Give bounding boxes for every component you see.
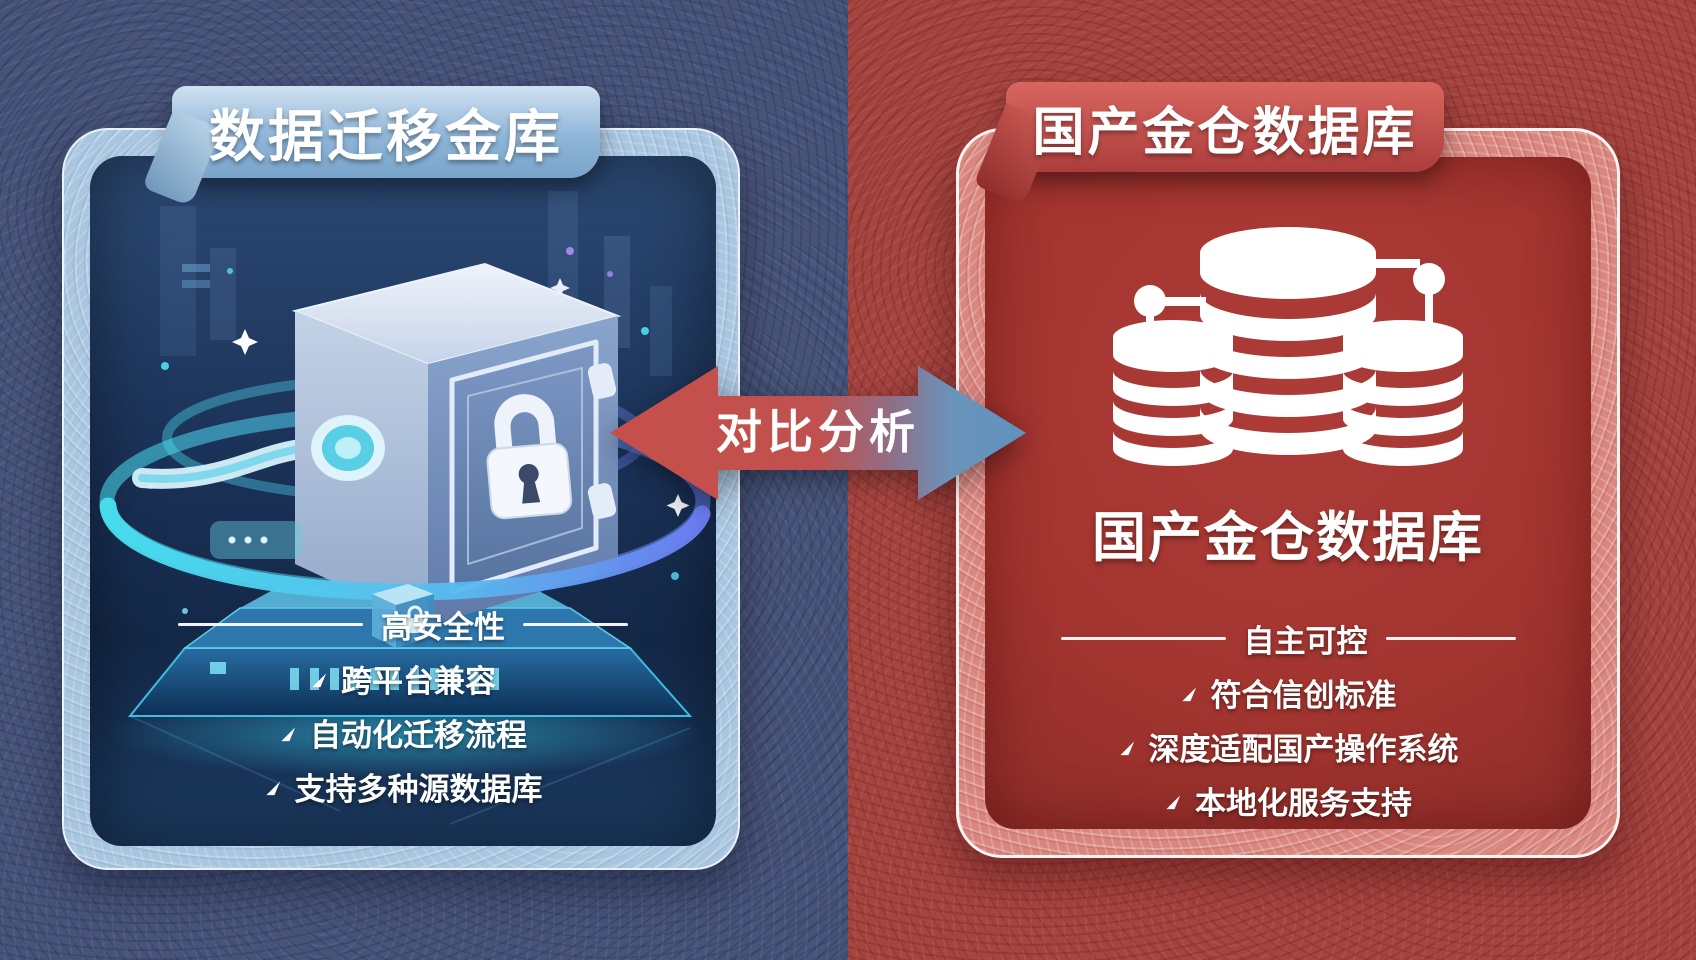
comparison-arrow: 对比分析 <box>600 358 1036 508</box>
right-feature-item: 深度适配国产操作系统 <box>985 724 1591 769</box>
right-feature-label: 本地化服务支持 <box>1195 786 1412 821</box>
arrow-northeast-icon <box>1181 687 1196 702</box>
right-card-frame: 国产金仓数据库 自主可控 符合信创标准 深度适配国产操作系统 本地化 <box>956 128 1620 858</box>
arrow-northeast-icon <box>1166 795 1181 810</box>
door-hinge <box>587 363 617 399</box>
door-hinge <box>587 483 617 519</box>
right-feature-item: 符合信创标准 <box>985 670 1591 715</box>
divider-line <box>523 623 628 626</box>
left-card-inner: 高安全性 跨平台兼容 自动化迁移流程 支持多种源数据库 <box>90 156 716 846</box>
left-feature-label: 支持多种源数据库 <box>294 772 543 807</box>
vault-port-icon <box>311 415 385 481</box>
right-feature-header-label: 自主可控 <box>1243 624 1368 659</box>
arrow-northeast-icon <box>265 781 280 796</box>
left-feature-header-label: 高安全性 <box>381 610 505 645</box>
left-feature-item: 自动化迁移流程 <box>90 710 716 755</box>
right-feature-list: 自主可控 符合信创标准 深度适配国产操作系统 本地化服务支持 <box>985 616 1591 823</box>
right-feature-header: 自主可控 <box>985 616 1591 661</box>
divider-line <box>178 623 363 626</box>
double-arrow-icon <box>610 366 1026 500</box>
left-feature-label: 自动化迁移流程 <box>310 718 527 753</box>
padlock-icon <box>486 394 573 520</box>
vault-safe <box>291 262 622 626</box>
platform-lights <box>210 662 499 690</box>
left-title-banner: 数据迁移金库 <box>172 86 600 178</box>
comparison-arrow-label: 对比分析 <box>716 406 920 458</box>
right-feature-label: 深度适配国产操作系统 <box>1148 732 1459 767</box>
data-chip <box>210 521 302 559</box>
left-feature-item: 支持多种源数据库 <box>90 764 716 809</box>
mini-lock-cube <box>372 584 434 648</box>
left-feature-item: 跨平台兼容 <box>90 656 716 701</box>
vault-illustration <box>99 191 711 825</box>
sparkle-icons <box>232 278 690 517</box>
right-feature-item: 本地化服务支持 <box>985 778 1591 823</box>
arrow-northeast-icon <box>281 727 296 742</box>
left-title: 数据迁移金库 <box>209 104 563 168</box>
left-feature-list: 高安全性 跨平台兼容 自动化迁移流程 支持多种源数据库 <box>90 602 716 809</box>
arrow-northeast-icon <box>312 673 327 688</box>
left-feature-label: 跨平台兼容 <box>341 664 496 699</box>
right-feature-label: 符合信创标准 <box>1210 678 1397 713</box>
divider-line <box>1060 637 1226 640</box>
right-card-inner: 国产金仓数据库 自主可控 符合信创标准 深度适配国产操作系统 本地化 <box>985 157 1591 829</box>
left-card-frame: 高安全性 跨平台兼容 自动化迁移流程 支持多种源数据库 <box>62 128 740 870</box>
divider-line <box>1385 637 1516 640</box>
right-subtitle: 国产金仓数据库 <box>1092 508 1484 568</box>
right-title-banner: 国产金仓数据库 <box>1006 82 1444 172</box>
arrow-northeast-icon <box>1119 741 1134 756</box>
right-title: 国产金仓数据库 <box>1032 103 1418 162</box>
database-icon <box>1113 227 1463 466</box>
left-feature-header: 高安全性 <box>90 602 716 647</box>
